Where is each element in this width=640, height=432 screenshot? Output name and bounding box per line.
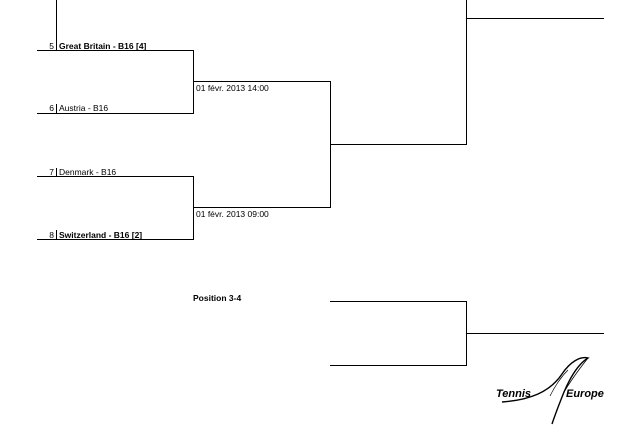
match-schedule: 01 févr. 2013 09:00 bbox=[196, 209, 269, 219]
player-line bbox=[37, 113, 194, 114]
player-line bbox=[37, 239, 194, 240]
bracket-line bbox=[466, 18, 604, 19]
player-line bbox=[330, 365, 467, 366]
seed-number: 6 bbox=[49, 103, 54, 113]
player-line bbox=[330, 301, 467, 302]
bracket-line bbox=[466, 0, 467, 145]
seed-number: 5 bbox=[49, 41, 54, 51]
player-name[interactable]: Switzerland - B16 [2] bbox=[59, 230, 143, 240]
winner-line bbox=[193, 81, 331, 82]
player-name[interactable]: Great Britain - B16 [4] bbox=[59, 41, 147, 51]
position-label: Position 3-4 bbox=[193, 293, 242, 303]
winner-line bbox=[466, 333, 604, 334]
player-name[interactable]: Denmark - B16 bbox=[59, 167, 117, 177]
bracket-line bbox=[56, 230, 57, 240]
racket-swoosh-icon bbox=[501, 356, 590, 425]
winner-line bbox=[193, 207, 331, 208]
logo-word-europe: Europe bbox=[566, 388, 604, 400]
player-line bbox=[37, 176, 194, 177]
bracket-line bbox=[56, 104, 57, 114]
bracket-line bbox=[56, 0, 57, 51]
player-line bbox=[37, 50, 194, 51]
bracket-line bbox=[193, 176, 194, 240]
logo-word-tennis: Tennis bbox=[496, 388, 532, 400]
bracket-line bbox=[193, 50, 194, 114]
tennis-europe-logo: Tennis Europe bbox=[490, 352, 615, 432]
seed-number: 8 bbox=[49, 230, 54, 240]
match-schedule: 01 févr. 2013 14:00 bbox=[196, 83, 269, 93]
bracket-line bbox=[56, 168, 57, 177]
seed-number: 7 bbox=[49, 167, 54, 177]
winner-line bbox=[330, 144, 467, 145]
player-name[interactable]: Austria - B16 bbox=[59, 103, 109, 113]
